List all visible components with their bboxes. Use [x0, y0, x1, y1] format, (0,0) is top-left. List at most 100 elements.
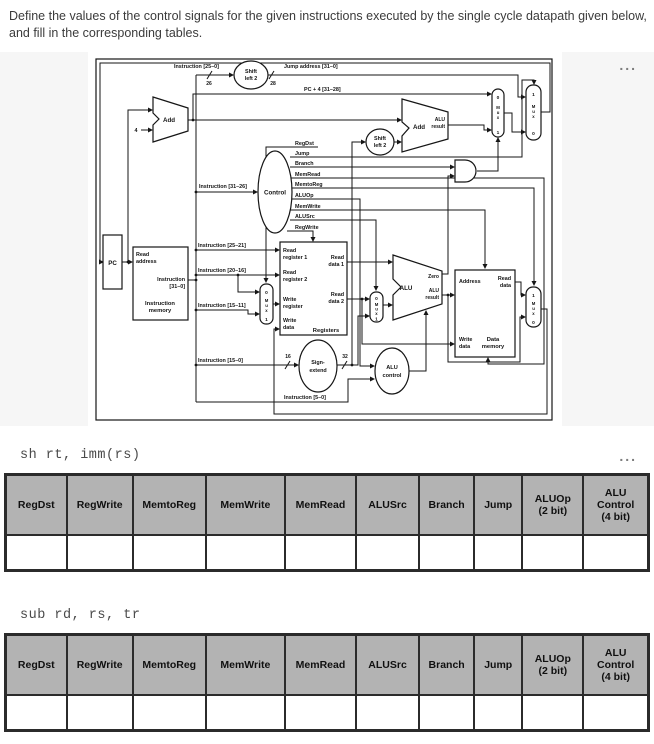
svg-text:Instruction: Instruction — [157, 277, 185, 283]
col-header-regdst: RegDst — [4, 473, 68, 536]
control-signal-table-1: RegDst RegWrite MemtoReg MemWrite MemRea… — [4, 472, 650, 572]
shift-left-2-branch: Shift left 2 — [365, 127, 395, 156]
svg-text:Read: Read — [331, 292, 344, 298]
signal-alusrc: ALUSrc — [295, 214, 315, 220]
pcsrc-mux: 0 M u x 1 — [491, 87, 505, 138]
signal-jump: Jump — [295, 151, 310, 157]
figure-border — [95, 57, 553, 421]
svg-text:Read: Read — [331, 255, 344, 261]
registers: Read register 1 Read register 2 Write re… — [279, 240, 348, 336]
answer-cell — [4, 693, 68, 731]
svg-text:x: x — [497, 115, 500, 120]
svg-text:[31–0]: [31–0] — [169, 284, 185, 290]
col-header-alusrc: ALUSrc — [355, 633, 421, 696]
signal-aluop: ALUOp — [295, 193, 314, 199]
svg-text:register 1: register 1 — [283, 255, 307, 261]
instruction-15-0-label: Instruction [15–0] — [198, 358, 243, 364]
svg-text:Read: Read — [283, 248, 296, 254]
pc-label: PC — [108, 260, 117, 267]
svg-text:Write: Write — [283, 318, 296, 324]
answer-cell — [131, 693, 207, 731]
main-alu: ALU Zero ALU result — [392, 253, 443, 321]
answer-cell — [521, 693, 585, 731]
svg-text:u: u — [497, 110, 500, 115]
answer-cell — [204, 693, 286, 731]
col-header-jump: Jump — [473, 473, 524, 536]
col-header-aluop: ALUOp(2 bit) — [521, 473, 585, 536]
col-header-memtoreg: MemtoReg — [131, 633, 207, 696]
answer-cell — [418, 693, 476, 731]
answer-cell — [473, 533, 524, 571]
svg-text:Instruction: Instruction — [145, 301, 175, 307]
figure-options-menu-icon[interactable]: ... — [619, 56, 637, 73]
svg-text:left 2: left 2 — [374, 143, 387, 149]
col-header-memtoreg: MemtoReg — [131, 473, 207, 536]
svg-text:data: data — [459, 344, 471, 350]
svg-text:extend: extend — [309, 368, 326, 374]
svg-text:ALU: ALU — [386, 365, 398, 371]
jump-mux: 1 M u x 0 — [525, 83, 542, 141]
col-header-regdst: RegDst — [4, 633, 68, 696]
svg-text:32: 32 — [342, 354, 348, 360]
col-header-regwrite: RegWrite — [65, 473, 134, 536]
svg-text:1: 1 — [497, 130, 500, 136]
signal-regdst: RegDst — [295, 141, 314, 147]
answer-cell — [65, 533, 134, 571]
svg-text:M: M — [532, 104, 536, 109]
svg-text:M: M — [265, 298, 269, 303]
datapath-figure: PC Read address Instruction [31–0] Instr… — [88, 51, 562, 426]
signal-memtoreg: MemtoReg — [295, 182, 323, 188]
instruction-caption-1: sh rt, imm(rs) — [20, 447, 141, 463]
col-header-memwrite: MemWrite — [204, 473, 286, 536]
table-options-menu-icon[interactable]: ... — [619, 447, 637, 464]
question-page: Define the values of the control signals… — [0, 8, 654, 732]
answer-cell — [283, 533, 358, 571]
col-header-branch: Branch — [418, 633, 476, 696]
col-header-memread: MemRead — [283, 633, 358, 696]
question-text: Define the values of the control signals… — [9, 9, 647, 41]
svg-text:u: u — [265, 303, 268, 308]
svg-text:data: data — [500, 283, 512, 289]
svg-text:28: 28 — [270, 81, 276, 87]
section-head-1: sh rt, imm(rs) ... — [20, 448, 637, 463]
control-signal-table-2: RegDst RegWrite MemtoReg MemWrite MemRea… — [4, 632, 650, 732]
table-header-row: RegDst RegWrite MemtoReg MemWrite MemRea… — [4, 633, 650, 696]
instruction-31-26-label: Instruction [31–26] — [199, 184, 247, 190]
constant-4: 4 — [135, 128, 138, 134]
answer-cell — [283, 693, 358, 731]
branch-adder: Add ALU result — [401, 97, 449, 153]
col-header-regwrite: RegWrite — [65, 633, 134, 696]
svg-text:ALU: ALU — [400, 285, 413, 292]
signal-memread: MemRead — [295, 172, 320, 178]
answer-cell — [473, 693, 524, 731]
jump-address-label: Jump address [31–0] — [284, 64, 338, 70]
instruction-5-0-label: Instruction [5–0] — [284, 395, 326, 401]
svg-text:Write: Write — [283, 297, 296, 303]
answer-cell — [65, 693, 134, 731]
instruction-20-16-label: Instruction [20–16] — [198, 268, 246, 274]
sign-extend: Sign- extend 16 32 — [285, 338, 348, 393]
svg-text:Data: Data — [487, 337, 500, 343]
svg-text:address: address — [136, 259, 157, 265]
answer-row — [4, 693, 650, 731]
answer-cell — [131, 533, 207, 571]
svg-text:Write: Write — [459, 337, 472, 343]
col-header-alu-control: ALU Control(4 bit) — [582, 473, 650, 536]
shift-left-2-jump: Shift left 2 26 28 — [206, 59, 276, 90]
pc-plus-4-adder: Add 4 — [135, 95, 189, 143]
col-header-branch: Branch — [418, 473, 476, 536]
svg-text:Control: Control — [264, 189, 286, 196]
svg-text:data 2: data 2 — [328, 299, 344, 305]
svg-text:x: x — [532, 311, 535, 316]
datapath-wires — [99, 62, 551, 414]
answer-cell — [521, 533, 585, 571]
svg-text:Shift: Shift — [245, 69, 257, 75]
instruction-15-11-label: Instruction [15–11] — [198, 303, 246, 309]
col-header-memread: MemRead — [283, 473, 358, 536]
svg-text:0: 0 — [375, 296, 378, 302]
svg-text:x: x — [265, 308, 268, 313]
svg-text:M: M — [532, 301, 536, 306]
svg-text:Add: Add — [413, 124, 425, 131]
svg-text:control: control — [383, 373, 402, 379]
svg-text:x: x — [532, 114, 535, 119]
